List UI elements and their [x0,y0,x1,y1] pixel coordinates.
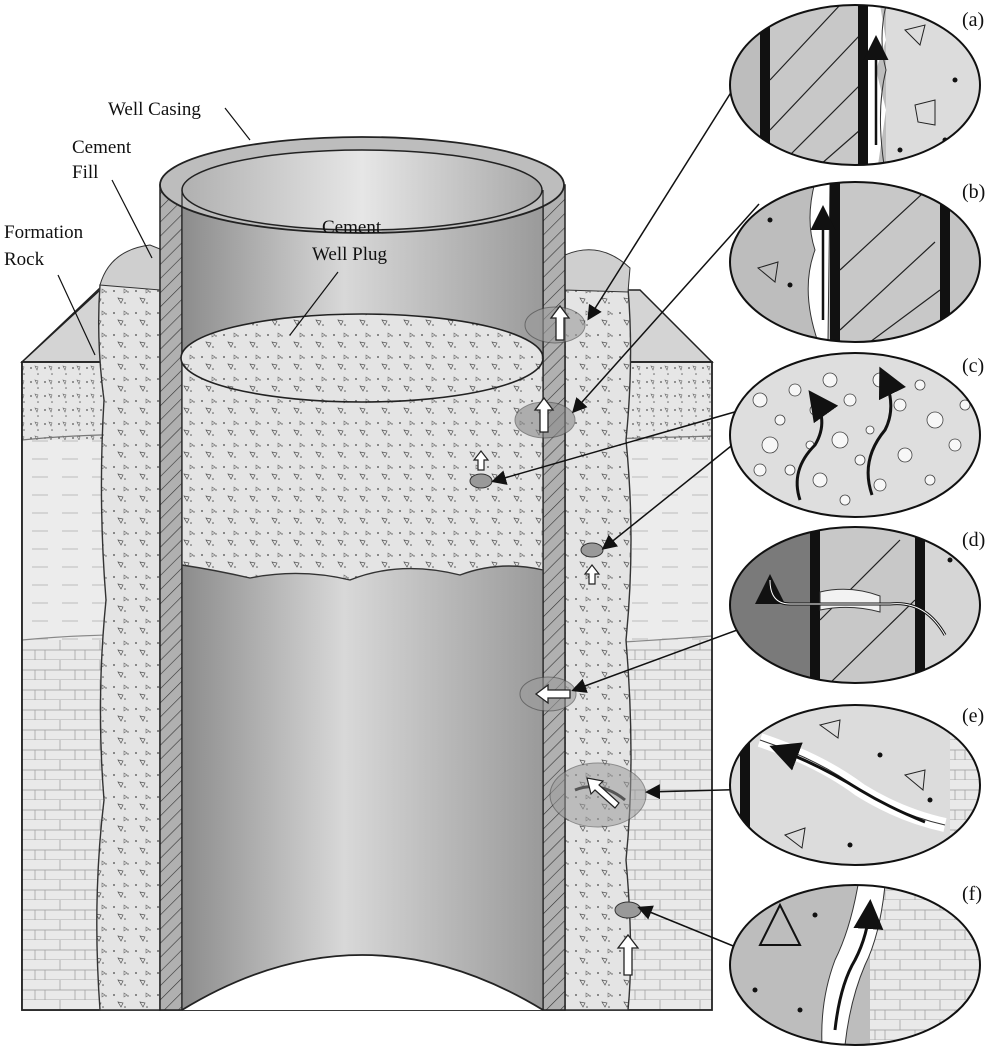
cement-fill-label-line2: Fill [72,162,98,183]
cement-fill-label-line1: Cement [72,137,132,158]
panel-tag-c: (c) [962,355,984,377]
well-casing-label: Well Casing [108,99,201,120]
panel-tag-f: (f) [962,883,982,905]
well-casing [159,136,566,1011]
panel-tag-a: (a) [962,9,984,31]
detail-panel-c [729,352,981,518]
cement-well-plug [180,313,544,581]
formation-rock-label-line2: Rock [4,249,45,270]
detail-panel-a [729,4,981,166]
cement-plug-label-line2: Well Plug [312,244,387,265]
cement-plug-label-line1: Cement [322,217,382,238]
leader-lines [491,39,765,953]
leak-marker-f [614,901,642,976]
detail-panel-d [729,526,981,684]
leak-marker-c-annulus [580,542,604,585]
leak-marker-e [549,762,647,828]
detail-panel-f [729,884,981,1046]
panel-tag-e: (e) [962,705,984,727]
formation-rock-label-line1: Formation [4,222,84,243]
panel-tag-d: (d) [962,529,985,551]
label-leaders [57,107,339,356]
leak-marker-c-plug [469,450,493,489]
panel-tag-b: (b) [962,181,985,203]
detail-panel-e [729,704,981,866]
leak-marker-a [524,304,586,344]
leak-marker-b [514,396,576,439]
detail-panel-b [729,181,981,343]
leak-marker-d [519,676,577,712]
